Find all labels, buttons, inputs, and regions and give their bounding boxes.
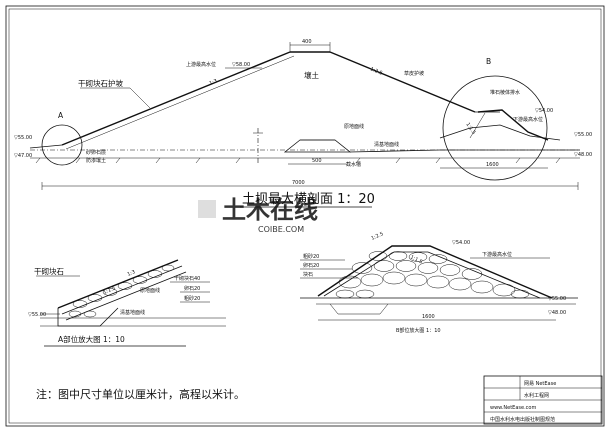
grass-label: 草皮护坡 [404, 70, 424, 77]
watermark-sub: COIBE.COM [258, 225, 304, 234]
trench-width: 500 [312, 158, 322, 164]
detail-a: 干砌块石 1:3 1:1.5 干砌块石40 卵石20 粗砂20 原地面线 清基地… [28, 259, 226, 347]
right-elev-2: ▽55.00 [574, 132, 592, 138]
ground-hatch [35, 157, 561, 164]
drawing-note: 注：图中尺寸单位以厘米计，高程以米计。 [36, 387, 245, 401]
toe-length: 1600 [486, 162, 499, 168]
detail-circle-a [41, 124, 83, 166]
ground-line [29, 144, 580, 153]
total-width: 7000 [292, 180, 305, 186]
title-block-line-2: 中国水利水电出版社制图规范 [490, 416, 555, 423]
downstream-slope [329, 51, 476, 113]
title-block-line-1: www.NetEase.com [490, 405, 536, 411]
detail-b-ratio-1: 1:2.5 [370, 231, 384, 242]
main-cross-section: A B 400 7000 500 1600 上游最高水位 ▽58.00 干砌块石… [14, 39, 592, 208]
layer-label-1: 砂卵石层 [86, 149, 106, 156]
title-block: 网易 NetEase 水利工程网 www.NetEase.com 中国水利水电出… [483, 375, 603, 425]
marker-b: B [486, 57, 491, 66]
detail-a-elev: ▽55.00 [28, 312, 46, 318]
detail-b-length: 1600 [422, 314, 435, 320]
detail-b-elev-1: ▽54.00 [452, 240, 470, 246]
crest-width: 400 [302, 39, 312, 45]
detail-a-ground: 原地面线 [140, 287, 160, 294]
detail-circle-b [442, 75, 548, 181]
trench-label: 截水槽 [346, 161, 361, 168]
detail-a-stone-label: 干砌块石 [34, 266, 64, 276]
main-title: 土坝最大横剖面 1：20 [242, 192, 375, 207]
detail-a-ratio-1: 1:3 [127, 269, 137, 278]
detail-b-downstream-level: 下游最高水位 [482, 251, 512, 258]
rock-toe-stones-b [335, 251, 530, 299]
ratio-toe: 1:1.5 [464, 122, 476, 136]
detail-b: 1600 粗砂20 卵石20 块石 1:2.5 1:1.5 ▽54.00 ▽55… [300, 231, 578, 334]
detail-b-layer-2: 卵石20 [303, 262, 319, 269]
toe-label: 堆石棱体排水 [490, 89, 520, 96]
detail-b-ratio-2: 1:1.5 [409, 254, 423, 265]
watermark-text: 土木在线 [222, 196, 318, 224]
detail-a-layer-1: 干砌块石40 [174, 275, 200, 282]
detail-a-cleared: 清基地面线 [120, 309, 145, 316]
upstream-level-value: ▽58.00 [232, 62, 250, 68]
upstream-level-label: 上游最高水位 [186, 61, 216, 68]
title-block-brand: 网易 NetEase [524, 381, 556, 387]
outer-frame [5, 5, 605, 427]
layer-label-2: 防渗壤土 [86, 157, 106, 164]
detail-a-layer-2: 卵石20 [184, 285, 200, 292]
rock-toe [477, 109, 549, 141]
left-elev-2: ▽47.00 [14, 153, 32, 159]
detail-a-ratio-2: 1:1.5 [103, 285, 117, 295]
ground-label: 原地面线 [344, 123, 364, 130]
detail-b-elev-3: ▽48.00 [548, 310, 566, 316]
detail-a-title: A部位放大图 1：10 [58, 334, 125, 344]
ratio-upstream: 1:3 [209, 78, 219, 87]
left-elev-1: ▽55.00 [14, 135, 32, 141]
title-block-sub: 水利工程网 [524, 392, 549, 399]
right-elev-3: ▽48.00 [574, 152, 592, 158]
detail-a-layer-3: 粗砂20 [184, 295, 200, 302]
detail-b-layer-1: 粗砂20 [303, 253, 319, 260]
right-elev-1: ▽54.00 [535, 108, 553, 114]
cleared-label: 清基地面线 [374, 141, 399, 148]
upstream-slope [61, 51, 291, 146]
watermark: 土木在线 COIBE.COM [198, 196, 318, 234]
detail-b-profile [317, 245, 553, 299]
detail-b-elev-2: ▽55.00 [548, 296, 566, 302]
downstream-level-label: 下游最高水位 [513, 116, 543, 123]
riprap-stones-a [68, 264, 175, 318]
stone-label: 干砌块石护坡 [78, 78, 123, 88]
fill-label: 壤土 [304, 70, 319, 80]
ratio-downstream: 1:2.5 [369, 66, 383, 76]
detail-b-title: B部位放大图 1：10 [396, 327, 441, 334]
detail-b-layer-3: 块石 [303, 271, 313, 278]
inner-frame [8, 8, 602, 424]
marker-a: A [58, 111, 64, 120]
